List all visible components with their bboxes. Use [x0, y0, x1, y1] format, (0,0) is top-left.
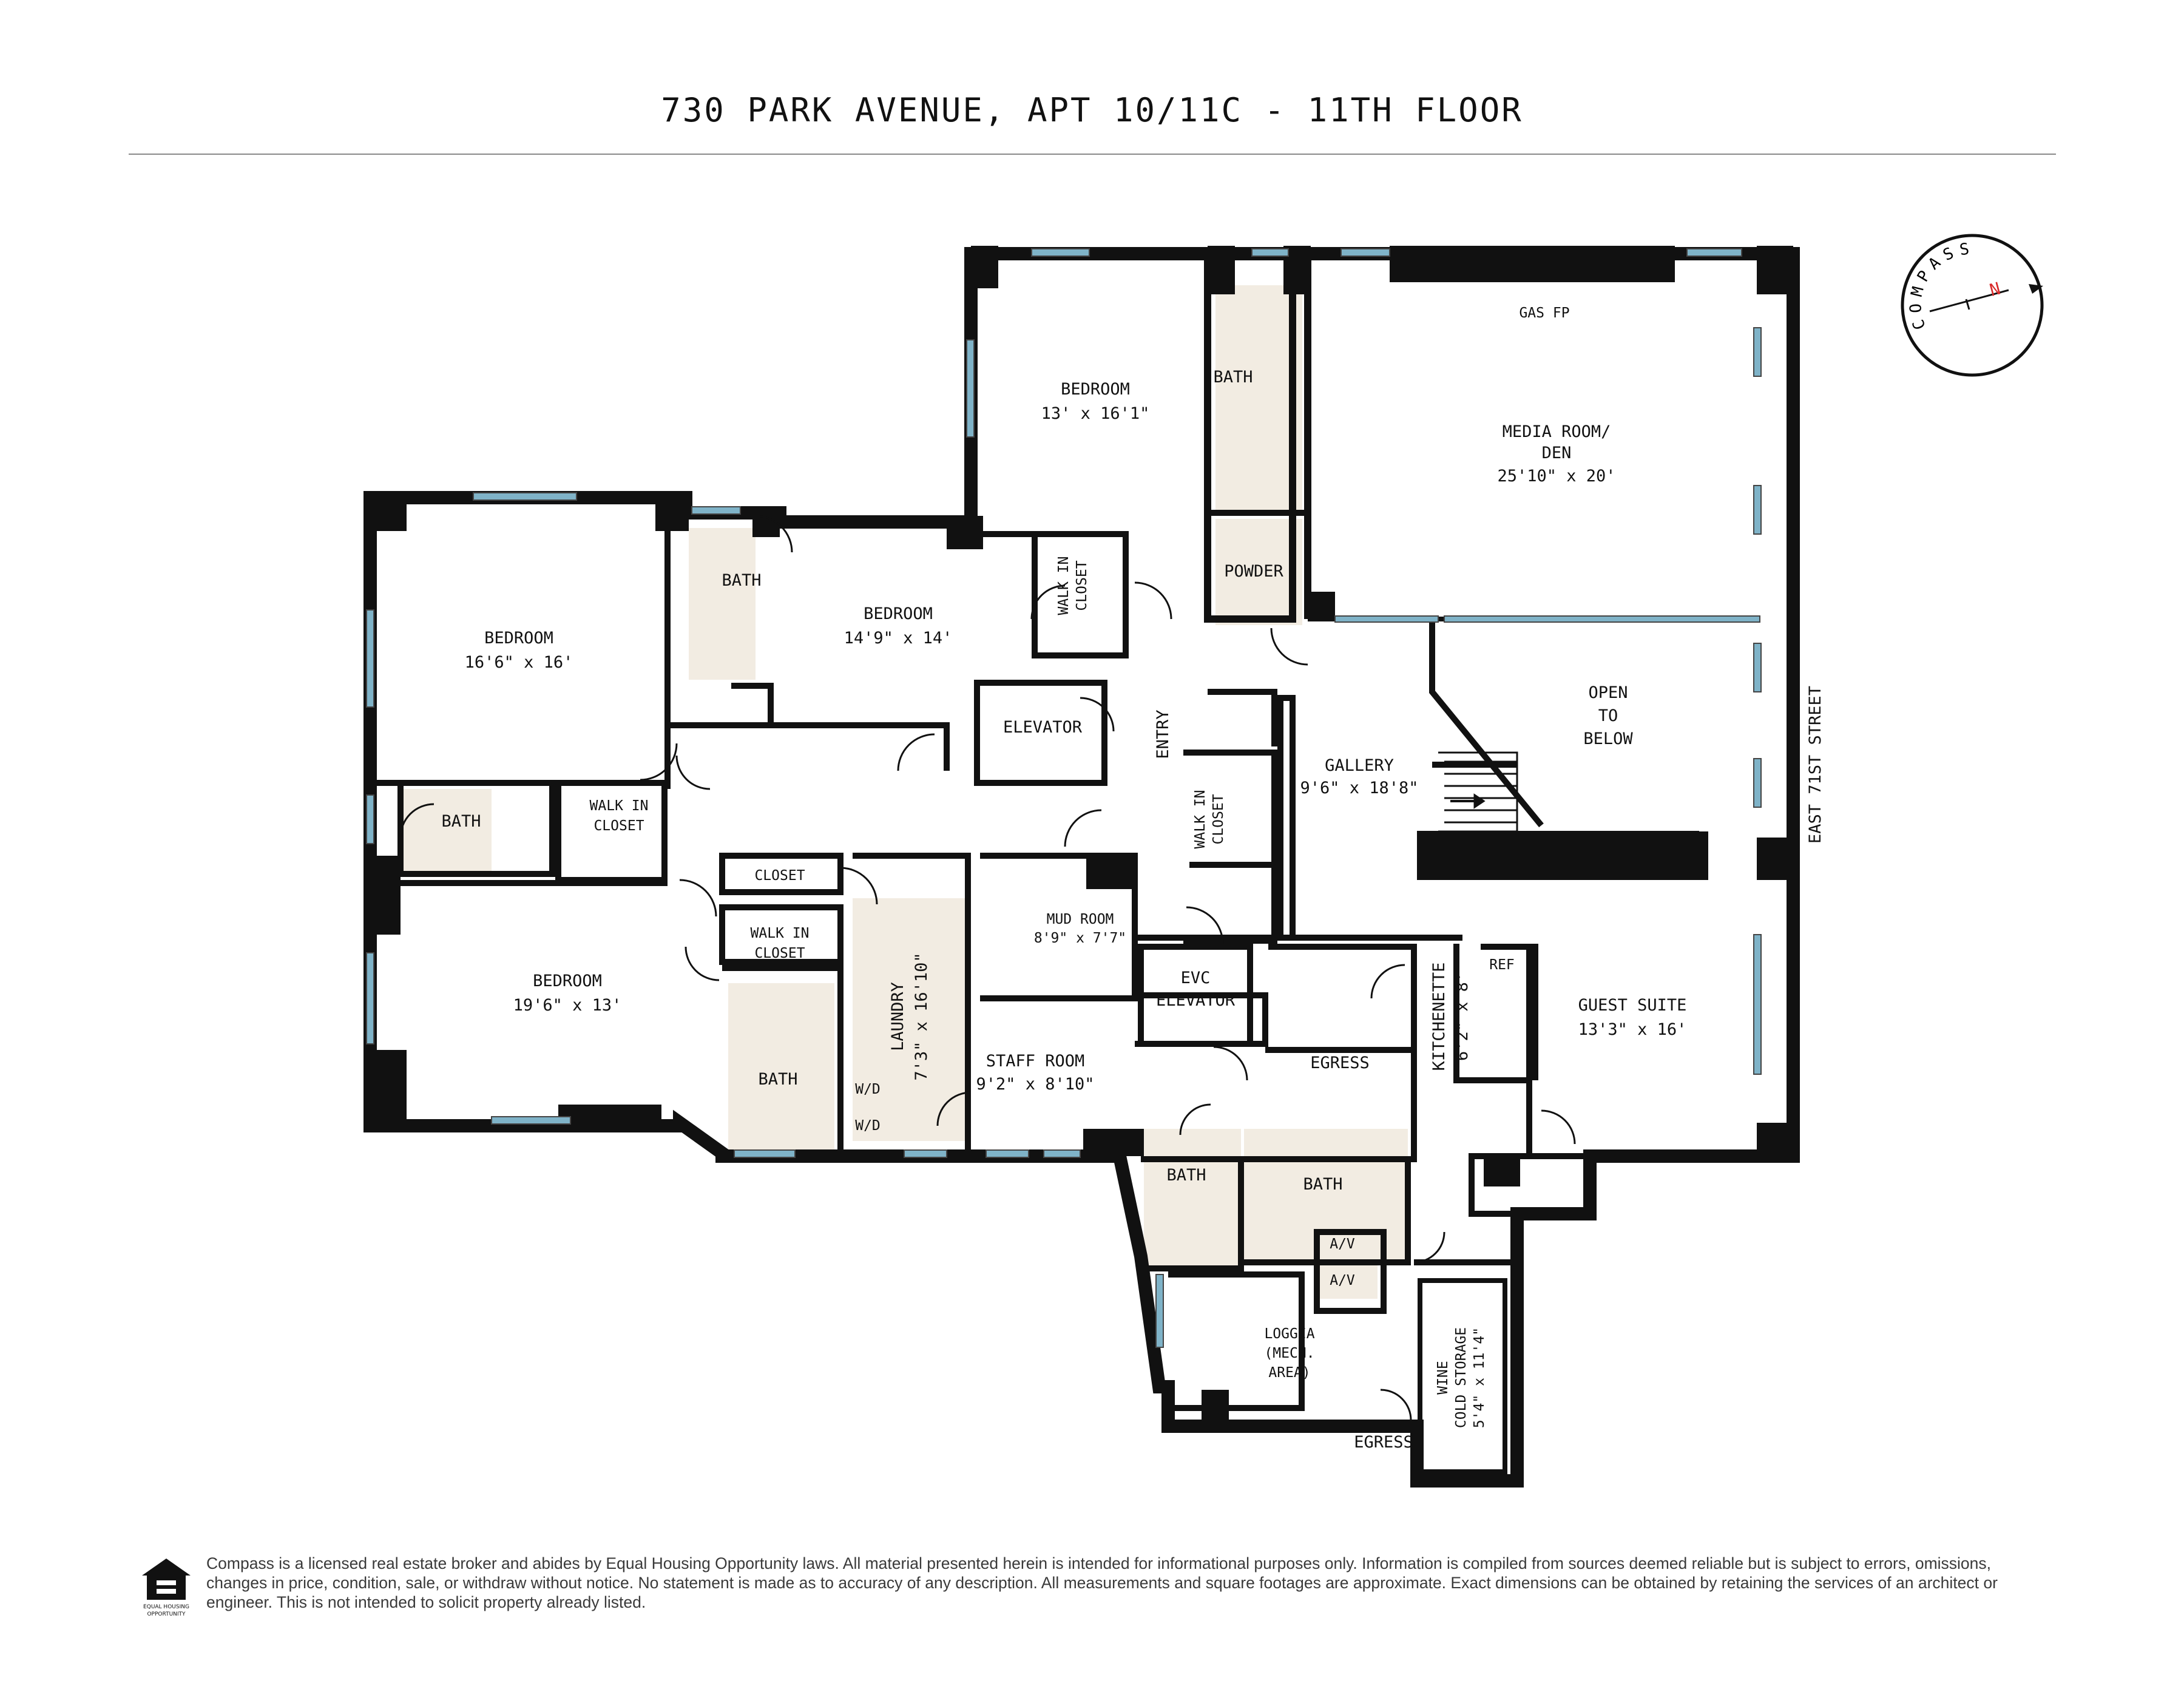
- washer-dryer-2: W/D: [855, 1118, 881, 1134]
- bath-w-label: BATH: [441, 812, 481, 831]
- gallery-dims: 9'6" x 18'8": [1300, 779, 1418, 797]
- bedroom-mid-name: BEDROOM: [864, 604, 933, 623]
- plan-title: 730 PARK AVENUE, APT 10/11C - 11TH FLOOR: [661, 91, 1523, 129]
- bath-s1-label: BATH: [1166, 1166, 1206, 1185]
- room-labels: BEDROOM 13' x 16'1" BATH GAS FP MEDIA RO…: [441, 305, 1825, 1452]
- av-label-1: A/V: [1330, 1236, 1355, 1252]
- eho-line1: EQUAL HOUSING: [143, 1604, 189, 1610]
- bedroom-sw-name: BEDROOM: [533, 972, 602, 990]
- bedroom-top-name: BEDROOM: [1061, 380, 1130, 399]
- walkin-w-line1: WALK IN: [590, 798, 649, 814]
- media-room-name-1: MEDIA ROOM/: [1503, 422, 1611, 441]
- bath-top-label: BATH: [1213, 368, 1253, 387]
- mudroom-dims: 8'9" x 7'7": [1034, 930, 1126, 946]
- powder-label: POWDER: [1224, 562, 1283, 581]
- open-below-1: OPEN: [1588, 683, 1628, 702]
- wine-dims: 5'4" x 11'4": [1472, 1327, 1487, 1428]
- av-label-2: A/V: [1330, 1273, 1355, 1288]
- staff-room-dims: 9'2" x 8'10": [976, 1075, 1094, 1094]
- walkin-entry-line2: CLOSET: [1211, 794, 1226, 844]
- street-label: EAST 71ST STREET: [1806, 686, 1825, 844]
- kitchenette-dims: 6'2" x 8': [1453, 972, 1472, 1061]
- stair: [1438, 751, 1518, 833]
- compass-letter: C: [1909, 317, 1930, 332]
- guest-suite-name: GUEST SUITE: [1578, 996, 1687, 1015]
- walkin-top-line1: WALK IN: [1056, 557, 1072, 615]
- entry-label: ENTRY: [1154, 709, 1172, 759]
- evc-line2: ELEVATOR: [1156, 991, 1236, 1010]
- kitchenette-name: KITCHENETTE: [1430, 963, 1449, 1071]
- washer-dryer-1: W/D: [855, 1081, 881, 1097]
- media-room-dims: 25'10" x 20': [1497, 467, 1615, 486]
- equal-housing-icon: EQUAL HOUSING OPPORTUNITY: [142, 1559, 191, 1617]
- compass-letter: M: [1908, 285, 1928, 298]
- walkin-top-line2: CLOSET: [1074, 560, 1090, 611]
- bedroom-nw-name: BEDROOM: [484, 629, 553, 648]
- gas-fireplace-label: GAS FP: [1519, 305, 1569, 321]
- open-below-2: TO: [1598, 706, 1618, 725]
- compass-letter: P: [1914, 268, 1935, 285]
- bath-s2-label: BATH: [1303, 1175, 1342, 1194]
- laundry-dims: 7'3" x 16'10": [912, 952, 931, 1080]
- elevator-label: ELEVATOR: [1003, 718, 1083, 737]
- door-swings: [399, 515, 1576, 1421]
- windows: [366, 248, 1762, 1348]
- compass-north: N: [1987, 279, 2003, 300]
- bedroom-nw-dims: 16'6" x 16': [465, 653, 573, 672]
- loggia-line3: AREA): [1268, 1365, 1310, 1381]
- media-room-name-2: DEN: [1542, 444, 1572, 462]
- bath-sw-label: BATH: [758, 1070, 797, 1089]
- compass-letter: A: [1925, 254, 1944, 274]
- eho-line2: OPPORTUNITY: [147, 1611, 186, 1617]
- open-below-3: BELOW: [1583, 729, 1633, 748]
- compass-letter: O: [1907, 303, 1925, 313]
- laundry-name: LAUNDRY: [888, 982, 907, 1051]
- loggia-line1: LOGGIA: [1264, 1326, 1314, 1342]
- egress-bottom-label: EGRESS: [1354, 1433, 1413, 1452]
- staff-room-name: STAFF ROOM: [986, 1052, 1085, 1071]
- bedroom-top-dims: 13' x 16'1": [1041, 404, 1150, 423]
- wine-line1: WINE: [1435, 1361, 1451, 1394]
- refrigerator-label: REF: [1489, 957, 1515, 973]
- bath-nw-label: BATH: [722, 571, 761, 590]
- loggia-line2: (MECH.: [1264, 1345, 1314, 1361]
- walkin-w-line2: CLOSET: [593, 818, 644, 834]
- closet-label: CLOSET: [754, 868, 805, 884]
- walkin-sw-line1: WALK IN: [751, 926, 810, 941]
- structural-columns: [370, 246, 1793, 1426]
- compass-letter: S: [1958, 240, 1970, 259]
- mudroom-name: MUD ROOM: [1047, 912, 1114, 927]
- title-divider: [129, 154, 2056, 155]
- bedroom-sw-dims: 19'6" x 13': [513, 996, 622, 1015]
- wet-room-floors: [401, 285, 1408, 1299]
- walkin-sw-line2: CLOSET: [754, 946, 805, 961]
- wine-line2: COLD STORAGE: [1453, 1327, 1469, 1428]
- compass-letter: S: [1940, 244, 1956, 265]
- gallery-name: GALLERY: [1325, 756, 1394, 775]
- walkin-entry-line1: WALK IN: [1192, 790, 1208, 849]
- legal-disclaimer: Compass is a licensed real estate broker…: [206, 1554, 1998, 1611]
- evc-line1: EVC: [1181, 969, 1211, 987]
- bedroom-mid-dims: 14'9" x 14': [844, 629, 953, 648]
- egress-mid-label: EGRESS: [1310, 1054, 1370, 1072]
- guest-suite-dims: 13'3" x 16': [1578, 1020, 1687, 1039]
